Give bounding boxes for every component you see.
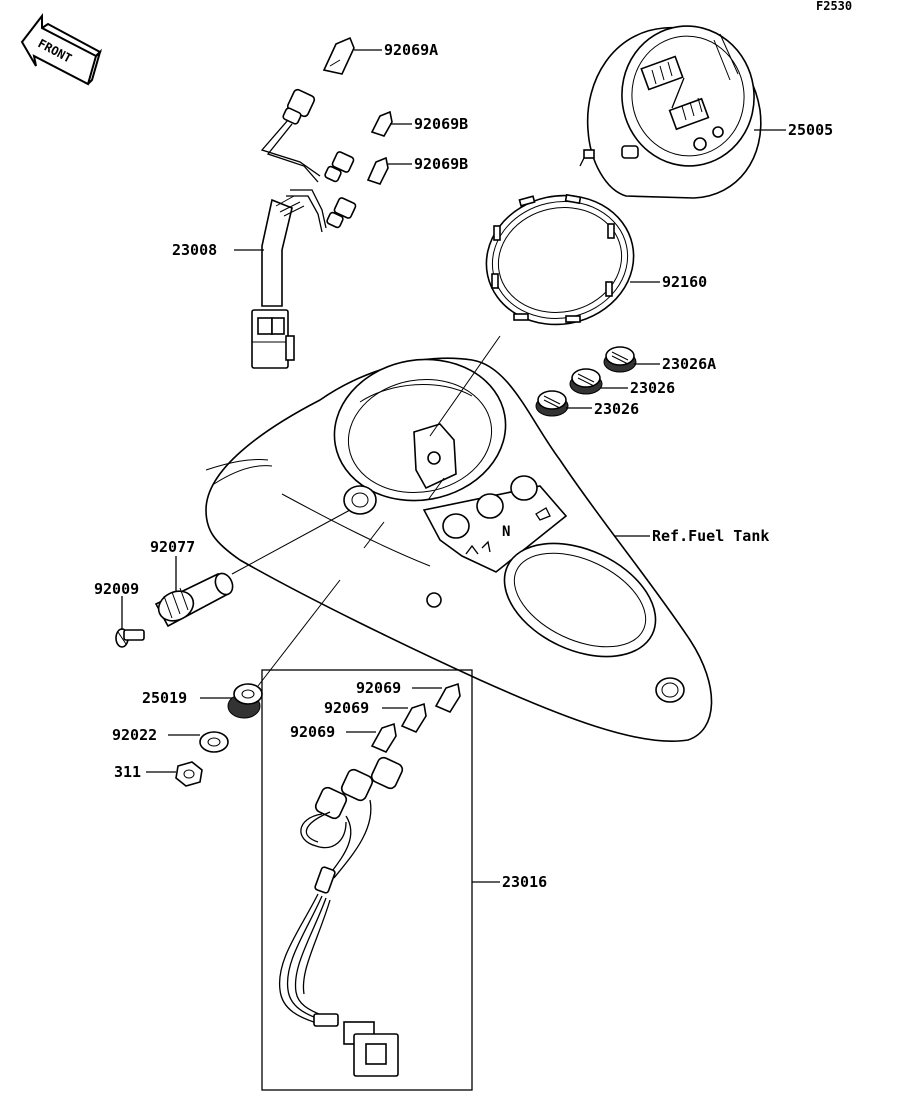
label-92022: 92022 [112,726,157,744]
grommet-25019 [227,683,263,719]
neutral-indicator-symbol: N [502,524,510,540]
lens-23026-lower [535,390,569,417]
washer-92022 [199,731,229,753]
label-92069B-upper: 92069B [414,115,468,133]
label-23026A: 23026A [662,355,716,373]
label-92069-1: 92069 [356,679,401,697]
label-92077: 92077 [150,538,195,556]
lens-23026-upper [569,368,603,395]
nut-311 [175,761,203,787]
label-23008: 23008 [172,241,217,259]
knob-92077 [154,572,234,628]
leader-lines [121,49,786,883]
label-311: 311 [114,763,141,781]
figure-code: F2530 [816,0,852,13]
harness-23016-box [261,669,473,1091]
tank-cover: N [205,357,713,742]
label-92160: 92160 [662,273,707,291]
label-23016: 23016 [502,873,547,891]
label-92069-3: 92069 [290,723,335,741]
meter-25005 [579,25,762,199]
label-92069B-lower: 92069B [414,155,468,173]
label-92009: 92009 [94,580,139,598]
harness-23008 [251,36,393,369]
label-25005: 25005 [788,121,833,139]
lens-23026A [603,346,637,373]
screw-92009 [115,628,145,648]
front-arrow-icon: FRONT [20,13,103,86]
label-ref-fuel-tank: Ref.Fuel Tank [652,527,769,545]
ring-92160 [485,193,635,326]
label-23026-upper: 23026 [630,379,675,397]
label-23026-lower: 23026 [594,400,639,418]
label-92069-2: 92069 [324,699,369,717]
label-25019: 25019 [142,689,187,707]
label-92069A: 92069A [384,41,438,59]
